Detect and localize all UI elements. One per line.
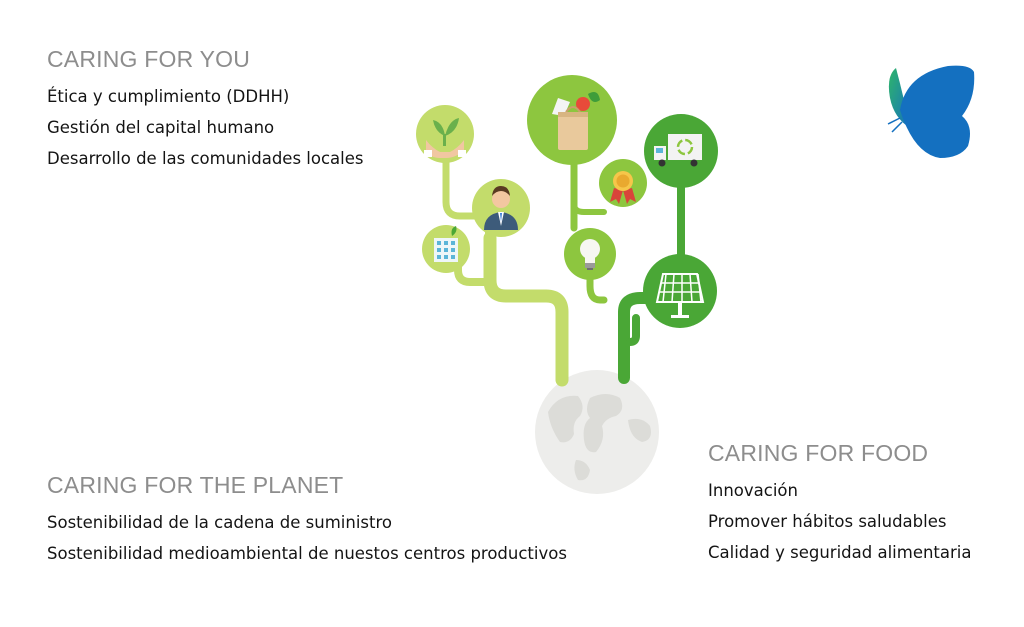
hands-plant-icon: [416, 105, 474, 163]
globe-icon: [535, 370, 659, 494]
section-caring-for-you: CARING FOR YOU Ética y cumplimiento (DDH…: [47, 46, 363, 174]
section-caring-for-the-planet: CARING FOR THE PLANET Sostenibilidad de …: [47, 472, 567, 569]
list-item: Calidad y seguridad alimentaria: [708, 543, 972, 562]
section-caring-for-food: CARING FOR FOOD Innovación Promover hábi…: [708, 440, 971, 568]
building-icon: [422, 225, 470, 273]
medal-icon: [599, 159, 647, 207]
list-item: Innovación: [708, 481, 798, 500]
list-item: Desarrollo de las comunidades locales: [47, 149, 364, 168]
delivery-truck-icon: [644, 114, 718, 188]
solar-panel-icon: [643, 254, 717, 328]
section-heading: CARING FOR YOU: [47, 46, 251, 72]
grocery-bag-icon: [527, 75, 617, 165]
list-item: Sostenibilidad medioambiental de nuestos…: [47, 544, 567, 563]
section-heading: CARING FOR THE PLANET: [47, 472, 344, 498]
list-item: Gestión del capital humano: [47, 118, 275, 137]
list-item: Promover hábitos saludables: [708, 512, 947, 531]
butterfly-logo-icon: [887, 65, 975, 158]
list-item: Ética y cumplimiento (DDHH): [47, 87, 290, 106]
lightbulb-icon: [564, 228, 616, 280]
section-heading: CARING FOR FOOD: [708, 440, 929, 466]
list-item: Sostenibilidad de la cadena de suministr…: [47, 513, 392, 532]
businessman-icon: [472, 179, 530, 237]
